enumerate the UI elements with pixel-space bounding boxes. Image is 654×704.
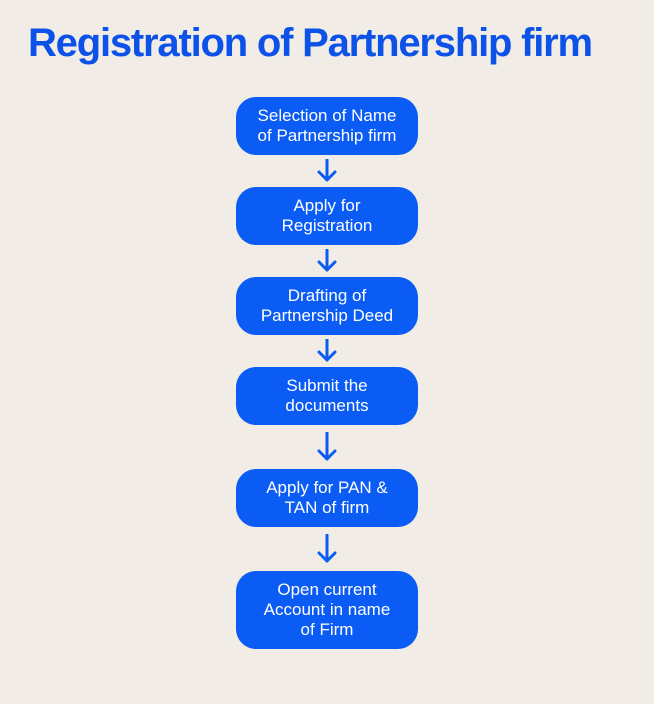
flowchart-step-5: Apply for PAN & TAN of firm [236, 469, 418, 527]
flowchart-step-label: Open current Account in name of Firm [263, 580, 391, 639]
flowchart-step-1: Selection of Name of Partnership firm [236, 97, 418, 155]
flowchart-step-label: Apply for Registration [281, 196, 373, 235]
arrow-down-icon [316, 425, 338, 469]
flowchart-step-3: Drafting of Partnership Deed [236, 277, 418, 335]
flowchart-step-6: Open current Account in name of Firm [236, 571, 418, 649]
flowchart-step-2: Apply for Registration [236, 187, 418, 245]
flowchart: Selection of Name of Partnership firm Ap… [0, 97, 654, 649]
arrow-down-icon [316, 245, 338, 277]
flowchart-step-label: Submit the documents [285, 376, 369, 415]
arrow-down-icon [316, 155, 338, 187]
arrow-down-icon [316, 527, 338, 571]
page-title: Registration of Partnership firm [28, 21, 593, 65]
flowchart-step-label: Apply for PAN & TAN of firm [266, 478, 388, 517]
arrow-down-icon [316, 335, 338, 367]
flowchart-step-label: Drafting of Partnership Deed [260, 286, 394, 325]
flowchart-step-label: Selection of Name of Partnership firm [257, 106, 397, 145]
flowchart-step-4: Submit the documents [236, 367, 418, 425]
